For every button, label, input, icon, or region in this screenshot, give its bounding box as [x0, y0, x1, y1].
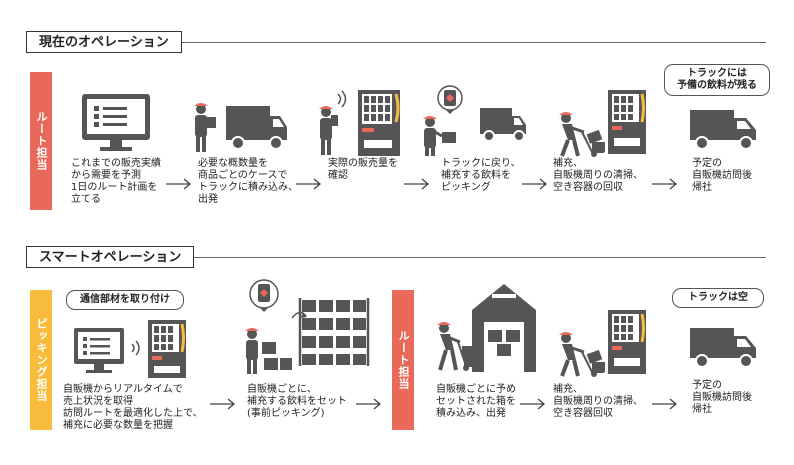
step-caption: 予定の 自販機訪問後 帰社 [692, 380, 752, 415]
picking-icon [423, 85, 526, 156]
step-caption: 補充、 自販機周りの清掃、 空き容器の回収 [553, 158, 643, 193]
section-divider [194, 257, 766, 258]
step-caption: 自販機ごとに予め セットされた箱を 積み込み、出発 [436, 384, 516, 419]
vending-check-icon [319, 90, 400, 156]
step-caption: 自販機からリアルタイムで 売上状況を取得 訪問ルートを最適化した上で、 補充に必… [63, 384, 203, 431]
monitor-vending-icon [74, 320, 186, 378]
arrow-right-icon [166, 178, 192, 190]
section-title-smart: スマートオペレーション [26, 246, 195, 268]
step-caption: 自販機ごとに、 補充する飲料をセット (事前ピッキング) [247, 384, 347, 419]
step-caption: これまでの販売実績 から需要を予測 1日のルート計画を 立てる [71, 158, 161, 205]
step-caption: 必要な概数量を 商品ごとのケースで トラックに積み込み、 出発 [198, 158, 298, 205]
warehouse-icon [437, 284, 536, 372]
speech-bubble: トラックは空 [672, 288, 764, 308]
hand-truck-icon [559, 310, 646, 377]
route-staff-bar: ルート担当 [392, 290, 414, 430]
speech-bubble: トラックには 予備の飲料が残る [664, 64, 770, 96]
arrow-right-icon [652, 398, 678, 410]
step-caption: トラックに戻り、 補充する飲料を ピッキング [441, 158, 521, 193]
section-divider [180, 42, 766, 43]
step-caption: 補充、 自販機周りの清掃、 空き容器回収 [553, 384, 643, 419]
arrow-right-icon [296, 178, 322, 190]
arrow-right-icon [652, 178, 678, 190]
monitor-icon [82, 94, 150, 151]
truck-loading-icon [194, 103, 287, 152]
arrow-right-icon [404, 178, 430, 190]
step-caption: 実際の販売量を 確認 [328, 158, 398, 181]
picking-staff-bar: ピッキング担当 [30, 290, 52, 430]
hand-truck-icon [559, 90, 646, 157]
arrow-right-icon [356, 398, 382, 410]
speech-bubble: 通信部材を取り付け [66, 290, 184, 310]
arrow-right-icon [522, 178, 548, 190]
step-caption: 予定の 自販機訪問後 帰社 [692, 158, 752, 193]
arrow-right-icon [210, 398, 236, 410]
truck-icon [690, 328, 756, 368]
truck-icon [690, 106, 756, 150]
shelf-picking-icon [245, 279, 370, 374]
section-title-current: 現在のオペレーション [26, 31, 182, 53]
arrow-right-icon [520, 398, 546, 410]
route-staff-bar: ルート担当 [30, 72, 52, 210]
